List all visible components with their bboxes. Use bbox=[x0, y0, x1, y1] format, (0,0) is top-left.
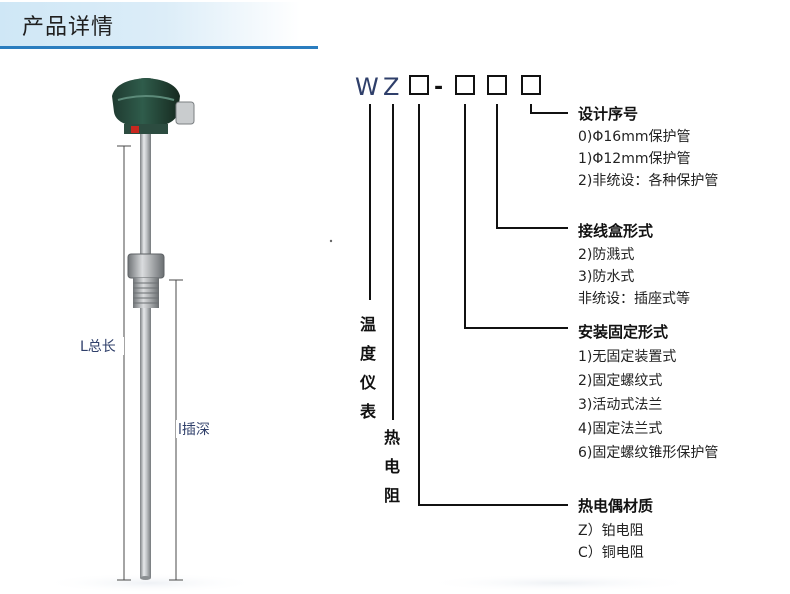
code-box-1 bbox=[409, 75, 429, 95]
floor-shadow-right bbox=[420, 574, 700, 592]
group-item: 2)防溅式 bbox=[578, 247, 634, 263]
vlabel-instrument-4: 表 bbox=[359, 402, 377, 421]
vlabel-resistance-2: 电 bbox=[384, 457, 400, 476]
page-title: 产品详情 bbox=[22, 15, 115, 40]
hex-fitting bbox=[127, 253, 165, 279]
page-header: 产品详情 bbox=[0, 0, 790, 50]
vlabel-instrument-2: 度 bbox=[360, 344, 377, 363]
code-letter-w: W bbox=[355, 73, 379, 101]
head-highlight bbox=[117, 95, 175, 101]
code-letter-z: Z bbox=[383, 73, 399, 101]
red-seal bbox=[131, 126, 139, 133]
group-item: 非统设：插座式等 bbox=[578, 290, 690, 307]
group-item: 2)固定螺纹式 bbox=[578, 373, 662, 389]
insertion-depth-label: l插深 bbox=[178, 422, 210, 438]
group-title-material: 热电偶材质 bbox=[578, 497, 653, 515]
code-box-2 bbox=[455, 75, 475, 95]
thermometer-product-image bbox=[112, 78, 195, 580]
group-item: 3)活动式法兰 bbox=[578, 397, 662, 413]
header-band bbox=[0, 2, 300, 46]
header-accent-line bbox=[0, 46, 318, 49]
vlabel-resistance-1: 热 bbox=[384, 428, 400, 447]
code-dash: - bbox=[434, 75, 443, 100]
upper-rod bbox=[140, 134, 151, 254]
group-title-installation: 安装固定形式 bbox=[578, 323, 668, 341]
leader-lines bbox=[369, 104, 568, 506]
group-item: Z）铂电阻 bbox=[578, 523, 644, 539]
dim-label-bg-2 bbox=[176, 420, 218, 438]
group-item: 3)防水式 bbox=[578, 269, 634, 285]
floor-shadow bbox=[40, 573, 260, 593]
group-item: 0)Φ16mm保护管 bbox=[578, 129, 690, 145]
code-box-3 bbox=[487, 75, 507, 95]
stray-dot bbox=[329, 239, 333, 243]
group-item: 6)固定螺纹锥形保护管 bbox=[578, 445, 718, 461]
head-neck bbox=[124, 124, 168, 134]
cable-gland bbox=[175, 101, 195, 125]
vlabel-instrument-3: 仪 bbox=[359, 373, 377, 392]
protection-tube bbox=[140, 308, 151, 578]
group-title-design-serial: 设计序号 bbox=[578, 105, 638, 123]
thread-lines bbox=[133, 282, 159, 304]
dim-label-bg bbox=[80, 337, 124, 355]
tube-tip bbox=[140, 576, 151, 580]
leader-installation bbox=[464, 104, 568, 329]
group-title-junction-box: 接线盒形式 bbox=[578, 222, 653, 240]
leader-material bbox=[418, 104, 568, 506]
vlabel-instrument-1: 温 bbox=[359, 315, 376, 334]
group-item: C）铜电阻 bbox=[578, 545, 644, 561]
junction-box-head bbox=[112, 78, 180, 128]
group-item: 1)Φ12mm保护管 bbox=[578, 151, 690, 167]
group-item: 4)固定法兰式 bbox=[578, 421, 662, 437]
code-box-4 bbox=[521, 75, 541, 95]
group-item: 1)无固定装置式 bbox=[578, 349, 676, 365]
leader-design-serial bbox=[530, 104, 568, 114]
total-length-label: L总长 bbox=[80, 339, 116, 355]
stray-dot bbox=[392, 439, 396, 443]
leader-junction-box bbox=[496, 104, 568, 229]
group-item: 2)非统设：各种保护管 bbox=[578, 173, 718, 189]
vlabel-resistance-3: 阻 bbox=[384, 486, 400, 505]
